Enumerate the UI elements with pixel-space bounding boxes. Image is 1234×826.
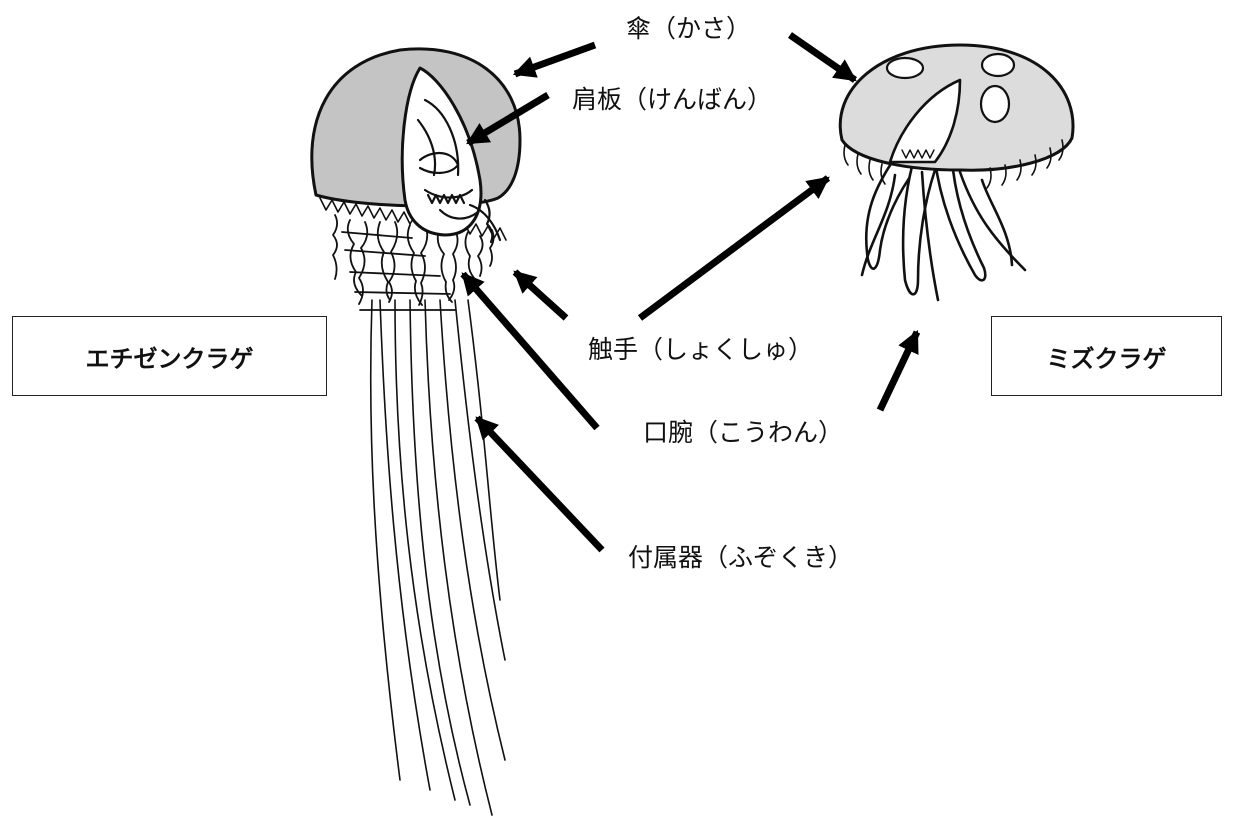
species-box-moon: ミズクラゲ [991,316,1222,396]
label-bell: 傘（かさ） [626,16,751,41]
arrow-appendage [477,418,602,550]
moon-jellyfish-illustration [840,45,1073,300]
label-scapulet: 肩板（けんばん） [572,87,772,112]
arrow-tentacle-left [515,272,566,318]
species-name-echizen: エチゼンクラゲ [86,339,254,374]
label-tentacle: 触手（しょくしゅ） [588,337,813,362]
arrow-tentacle-right [640,178,828,318]
arrow-oral-arm-right [880,332,917,410]
label-oral-arm: 口腕（こうわん） [643,420,843,445]
arrow-bell-right [790,35,855,80]
label-appendage: 付属器（ふぞくき） [628,545,853,570]
species-box-echizen: エチゼンクラゲ [12,316,327,396]
arrow-oral-arm-left [463,274,597,428]
appendages [371,300,505,815]
species-name-moon: ミズクラゲ [1047,339,1167,374]
arrow-bell-left [515,45,595,74]
oral-arms [333,215,494,310]
